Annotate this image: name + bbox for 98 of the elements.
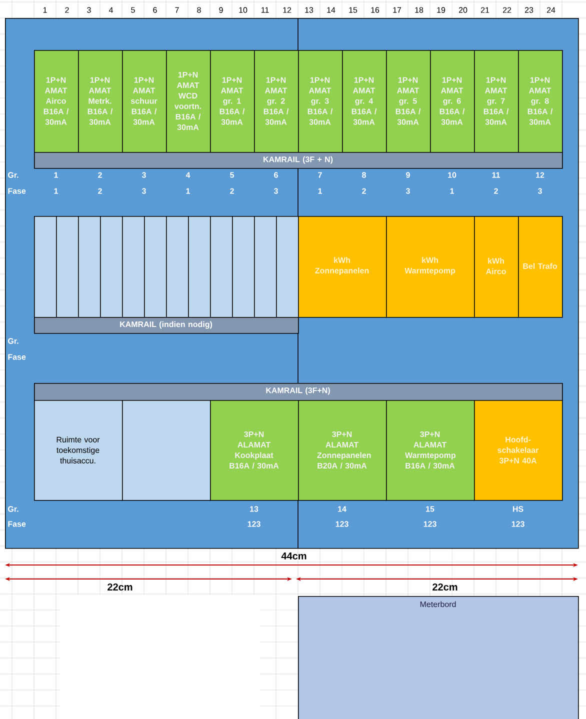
meter-box: kWh Zonnepanelen (298, 216, 387, 318)
phase-number: 2 (362, 188, 366, 194)
column-number: 7 (175, 7, 179, 13)
phase-number: 3 (406, 188, 410, 194)
breaker-box: 1P+N AMAT gr. 2 B16A / 30mA (254, 50, 299, 153)
column-number: 24 (546, 7, 556, 13)
main-switch-box: Hoofd- schakelaar 3P+N 40A (474, 400, 563, 501)
row-label: Gr. (8, 338, 18, 344)
row-label: Gr. (8, 506, 18, 512)
phase-number: 2 (494, 188, 498, 194)
column-number: 15 (349, 7, 358, 13)
empty-slot (188, 216, 211, 318)
reserved-slot: Ruimte voor toekomstige thuisaccu. (34, 400, 123, 501)
phase-number: 1 (318, 188, 322, 194)
phase-number: 123 (248, 521, 260, 527)
column-number: 3 (87, 7, 91, 13)
phase-number: 3 (538, 188, 542, 194)
breaker-box: 1P+N AMAT gr. 4 B16A / 30mA (342, 50, 387, 153)
busbar: KAMRAIL (3F+N) (34, 383, 563, 401)
column-number: 9 (219, 7, 223, 13)
empty-slot (34, 216, 57, 318)
column-number: 1 (43, 7, 47, 13)
column-number: 13 (305, 7, 314, 13)
row-label: Fase (8, 188, 26, 194)
meter-box: Bel Trafo (518, 216, 563, 318)
busbar: KAMRAIL (3F + N) (34, 152, 563, 169)
empty-slot (254, 216, 277, 318)
breaker-box: 1P+N AMAT Metrk. B16A / 30mA (78, 50, 123, 153)
column-number: 5 (131, 7, 135, 13)
empty-slot (122, 400, 211, 501)
empty-slot (144, 216, 167, 318)
phase-number: 3 (142, 188, 146, 194)
row-label: Gr. (8, 172, 18, 178)
column-number: 17 (393, 7, 402, 13)
group-number: 3 (142, 172, 146, 178)
row-label: Fase (8, 354, 26, 360)
column-number: 18 (415, 7, 424, 13)
empty-slot (100, 216, 123, 318)
empty-slot (56, 216, 79, 318)
breaker-box: 1P+N AMAT gr. 7 B16A / 30mA (474, 50, 519, 153)
busbar: KAMRAIL (indien nodig) (34, 317, 299, 334)
group-number: 5 (230, 172, 234, 178)
phase-number: 3 (274, 188, 278, 194)
empty-slot (276, 216, 299, 318)
group-number: 7 (318, 172, 322, 178)
empty-slot (122, 216, 145, 318)
breaker-box: 1P+N AMAT gr. 6 B16A / 30mA (430, 50, 475, 153)
meter-board: Meterbord (298, 596, 579, 719)
column-number: 4 (108, 7, 113, 13)
breaker-box: 3P+N ALAMAT Kookplaat B16A / 30mA (210, 400, 299, 501)
phase-number: 1 (450, 188, 454, 194)
phase-number: 123 (424, 521, 436, 527)
column-number: 19 (437, 7, 446, 13)
phase-number: 2 (230, 188, 234, 194)
empty-slot (232, 216, 255, 318)
group-number: 1 (54, 172, 58, 178)
group-number: 8 (362, 172, 366, 178)
breaker-box: 3P+N ALAMAT Warmtepomp B16A / 30mA (386, 400, 475, 501)
breaker-box: 1P+N AMAT schuur B16A / 30mA (122, 50, 167, 153)
breaker-box: 1P+N AMAT gr. 5 B16A / 30mA (386, 50, 431, 153)
row-label: Fase (8, 521, 26, 527)
group-number: 4 (186, 172, 190, 178)
column-number: 6 (153, 7, 157, 13)
empty-slot (166, 216, 189, 318)
column-number: 16 (371, 7, 380, 13)
phase-number: 2 (98, 188, 102, 194)
phase-number: 1 (54, 188, 58, 194)
group-number: 6 (274, 172, 278, 178)
breaker-box: 1P+N AMAT WCD voortn. B16A / 30mA (166, 50, 211, 153)
column-number: 11 (261, 7, 269, 13)
column-number: 10 (239, 7, 248, 13)
group-number: 11 (492, 172, 500, 178)
phase-number: 123 (336, 521, 348, 527)
column-number: 20 (458, 7, 468, 13)
breaker-box: 1P+N AMAT gr. 8 B16A / 30mA (518, 50, 563, 153)
phase-number: 123 (512, 521, 524, 527)
empty-slot (78, 216, 101, 318)
group-number: 2 (98, 172, 102, 178)
meter-box: kWh Airco (474, 216, 519, 318)
empty-slot (210, 216, 233, 318)
column-number: 23 (524, 7, 534, 13)
breaker-box: 1P+N AMAT Airco B16A / 30mA (34, 50, 79, 153)
breaker-box: 3P+N ALAMAT Zonnepanelen B20A / 30mA (298, 400, 387, 501)
group-number: 12 (536, 172, 544, 178)
breaker-box: 1P+N AMAT gr. 1 B16A / 30mA (210, 50, 255, 153)
column-number: 21 (480, 7, 490, 13)
breaker-box: 1P+N AMAT gr. 3 B16A / 30mA (298, 50, 343, 153)
column-number: 8 (197, 7, 201, 13)
column-number: 22 (502, 7, 512, 13)
dimension-label: 44cm (281, 552, 306, 560)
column-number: 2 (65, 7, 69, 13)
column-number: 12 (283, 7, 292, 13)
group-number: 10 (448, 172, 456, 178)
meter-box: kWh Warmtepomp (386, 216, 475, 318)
group-number: 9 (406, 172, 410, 178)
phase-number: 1 (186, 188, 190, 194)
column-number: 14 (327, 7, 336, 13)
dimension-label: 22cm (108, 583, 132, 591)
